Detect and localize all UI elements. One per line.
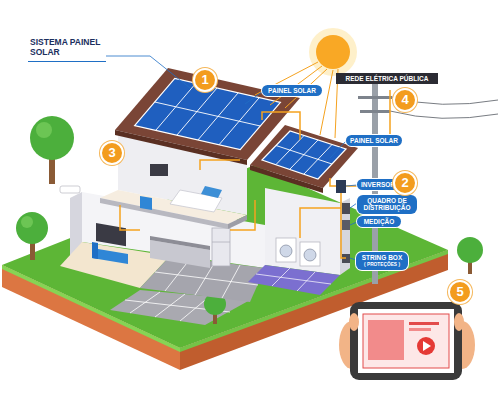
utility-pole (358, 96, 392, 99)
right-wing (276, 146, 332, 165)
grid-label: REDE ELÉTRICA PÚBLICA (336, 73, 438, 84)
right-wing (256, 274, 331, 284)
right-wing (250, 125, 358, 188)
tablet (423, 341, 431, 351)
node-label: REDE ELÉTRICA PÚBLICA (339, 75, 435, 82)
node-label: QUADRO DE DISTRIBUIÇÃO (360, 197, 414, 212)
utility-pole (360, 110, 390, 113)
right-wing (248, 125, 358, 295)
tablet (368, 320, 404, 360)
upper-floor (140, 196, 152, 210)
lower-floor (212, 242, 230, 243)
lower-floor (92, 242, 98, 259)
part-label: QUADRO DE DISTRIBUIÇÃO (357, 195, 417, 214)
right-wing (336, 180, 346, 193)
tablet (409, 322, 439, 325)
tablet (350, 302, 462, 380)
node-label: STRING BOX (359, 254, 405, 261)
lower-floor (212, 228, 230, 266)
utility-pole (390, 111, 498, 118)
tablet (409, 328, 431, 331)
power-wires (120, 90, 390, 258)
node-label: MEDIÇÃO (360, 218, 398, 225)
node-label: PAINEL SOLAR (265, 87, 319, 94)
node-label: PAINEL SOLAR (349, 137, 399, 144)
tree (457, 237, 483, 263)
leader-lines (106, 56, 357, 260)
leader-lines (245, 92, 262, 104)
callout-number: 4 (393, 88, 417, 112)
power-wires (200, 160, 240, 170)
right-wing (248, 265, 340, 295)
tree (30, 116, 74, 160)
tree (21, 216, 33, 228)
tablet (339, 302, 475, 380)
power-wires (330, 178, 336, 186)
lower-floor (155, 272, 258, 285)
sun (316, 35, 350, 69)
upper-floor (150, 164, 168, 176)
right-wing (262, 131, 346, 179)
callout-number: 5 (448, 280, 472, 304)
power-wires (262, 112, 300, 140)
power-wires (300, 208, 341, 238)
callout-number: 1 (193, 68, 217, 92)
node-note: ( PROTEÇÕES ) (359, 262, 405, 268)
leader-lines (350, 203, 357, 208)
right-wing (265, 188, 340, 275)
leader-lines (330, 141, 346, 158)
right-wing (342, 203, 350, 214)
tree (36, 122, 52, 138)
leader-lines (350, 222, 357, 225)
right-wing (304, 249, 316, 261)
tablet (417, 337, 435, 355)
part-label: STRING BOX( PROTEÇÕES ) (356, 252, 408, 270)
lower-floor (96, 223, 126, 246)
right-wing (276, 238, 296, 262)
part-label: MEDIÇÃO (357, 216, 401, 227)
power-wires (230, 200, 255, 230)
power-wires (120, 205, 140, 230)
sun (309, 28, 357, 76)
callout-number: 3 (100, 141, 124, 165)
leader-lines (106, 56, 190, 88)
node-label: INVERSOR (360, 181, 396, 188)
leader-lines (346, 185, 357, 186)
power-wires (378, 90, 390, 140)
tablet (363, 314, 449, 368)
tablet (358, 309, 454, 373)
right-wing (342, 220, 350, 230)
sun (320, 70, 333, 135)
lower-floor (150, 236, 210, 250)
lower-floor (60, 186, 80, 193)
part-label: PAINEL SOLAR (346, 135, 402, 146)
upper-floor (201, 186, 222, 198)
upper-floor (228, 215, 247, 229)
title-box: SISTEMA PAINEL SOLAR (28, 36, 106, 62)
right-wing (300, 242, 320, 266)
tablet (454, 313, 464, 331)
utility-pole (358, 84, 498, 284)
callout-number: 2 (393, 171, 417, 195)
main-roof (155, 102, 261, 126)
tree (16, 212, 48, 244)
right-wing (280, 245, 292, 257)
power-wires (341, 193, 346, 258)
tablet (349, 313, 359, 331)
node-label: SISTEMA PAINEL SOLAR (30, 38, 104, 58)
part-label: PAINEL SOLAR (262, 85, 322, 96)
